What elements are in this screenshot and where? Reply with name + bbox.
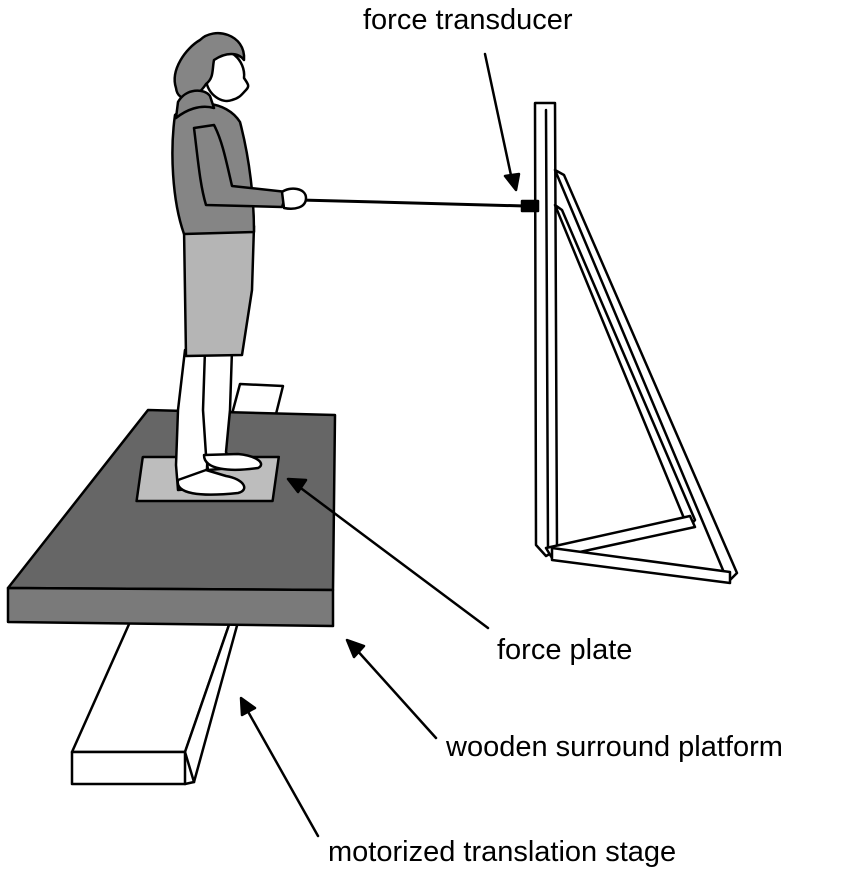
standing-participant [171, 31, 308, 496]
arrow-force-transducer [483, 52, 514, 182]
arrow-motorized-translation-stage [244, 706, 320, 838]
motorized-translation-stage [70, 382, 285, 786]
arrow-wooden-surround-platform [353, 646, 438, 740]
force-transducer [520, 199, 540, 213]
label-motorized-translation-stage: motorized translation stage [328, 836, 677, 868]
arrow-force-plate [296, 484, 490, 630]
handle-cable [298, 198, 527, 208]
wooden-surround-platform [6, 408, 337, 628]
label-force-plate: force plate [497, 634, 633, 666]
label-force-transducer: force transducer [363, 4, 573, 36]
label-arrows [239, 52, 521, 838]
transducer-frame [533, 101, 739, 585]
label-wooden-surround-platform: wooden surround platform [446, 731, 783, 763]
